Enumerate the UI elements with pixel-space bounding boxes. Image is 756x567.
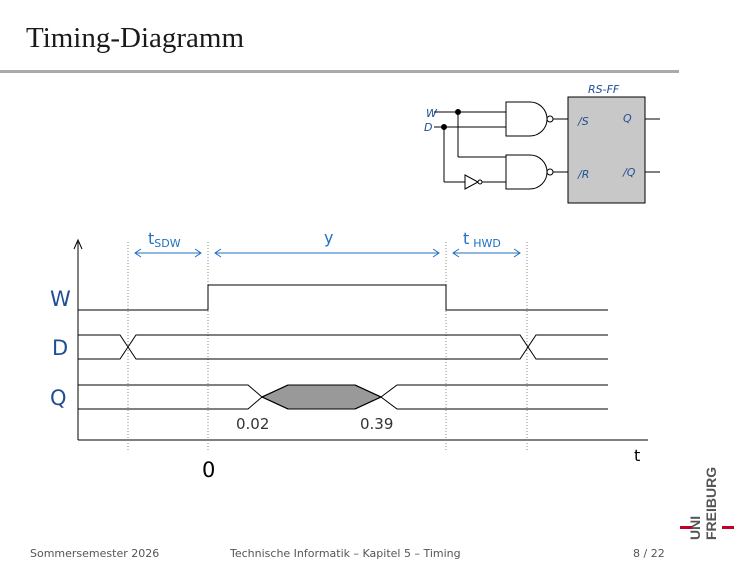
logo-freiburg: FREIBURG xyxy=(703,467,719,540)
logo-accent-right xyxy=(722,526,734,529)
pin-q-label: Q xyxy=(623,112,632,125)
y-interval-label: y xyxy=(324,228,333,247)
logo-uni: UNI xyxy=(687,516,703,540)
thwd-label: t HWD xyxy=(463,229,501,250)
page-title: Timing-Diagramm xyxy=(26,22,245,54)
signal-label-w: W xyxy=(50,287,71,311)
y-axis-arrow xyxy=(73,238,83,250)
logo-accent-left xyxy=(680,526,692,529)
circuit-schematic: W D RS-FF /S /R Q /Q xyxy=(424,83,660,204)
rs-ff-title: RS-FF xyxy=(588,83,620,96)
nand-1-bubble xyxy=(546,115,554,123)
origin-label: 0 xyxy=(202,458,215,482)
waveform-d xyxy=(78,334,608,360)
inverter-gate xyxy=(464,174,480,190)
signal-label-q: Q xyxy=(50,386,67,410)
pin-qn-label: /Q xyxy=(622,166,636,179)
university-logo: UNI FREIBURG xyxy=(680,467,734,540)
footer-course: Technische Informatik – Kapitel 5 – Timi… xyxy=(230,547,461,560)
timing-references xyxy=(127,242,528,452)
tsdw-label: tSDW xyxy=(148,229,181,250)
timing-axes xyxy=(73,238,648,441)
footer-page-number: 8 / 22 xyxy=(633,547,665,560)
tsdw-label-main: t xyxy=(148,229,154,248)
q-value-left: 0.02 xyxy=(236,415,269,433)
inverter-bubble xyxy=(477,179,483,185)
time-axis-label: t xyxy=(634,446,640,465)
input-w-label: W xyxy=(426,107,438,120)
pin-r-label: /R xyxy=(577,168,589,181)
thwd-label-sub: HWD xyxy=(473,237,501,250)
q-value-right: 0.39 xyxy=(360,415,393,433)
interval-arrows xyxy=(134,248,521,258)
input-d-label: D xyxy=(424,121,432,134)
waveform-q xyxy=(78,384,608,410)
rs-flipflop-box xyxy=(567,96,646,204)
nand-2-bubble xyxy=(546,168,554,176)
pin-s-label: /S xyxy=(577,115,589,128)
footer-semester: Sommersemester 2026 xyxy=(30,547,160,560)
nand-gate-1 xyxy=(505,101,548,137)
thwd-label-main: t xyxy=(463,229,469,248)
signal-label-d: D xyxy=(52,336,68,360)
tsdw-label-sub: SDW xyxy=(154,237,180,250)
title-divider xyxy=(0,70,679,73)
nand-gate-2 xyxy=(505,154,548,190)
waveform-w xyxy=(78,284,608,311)
